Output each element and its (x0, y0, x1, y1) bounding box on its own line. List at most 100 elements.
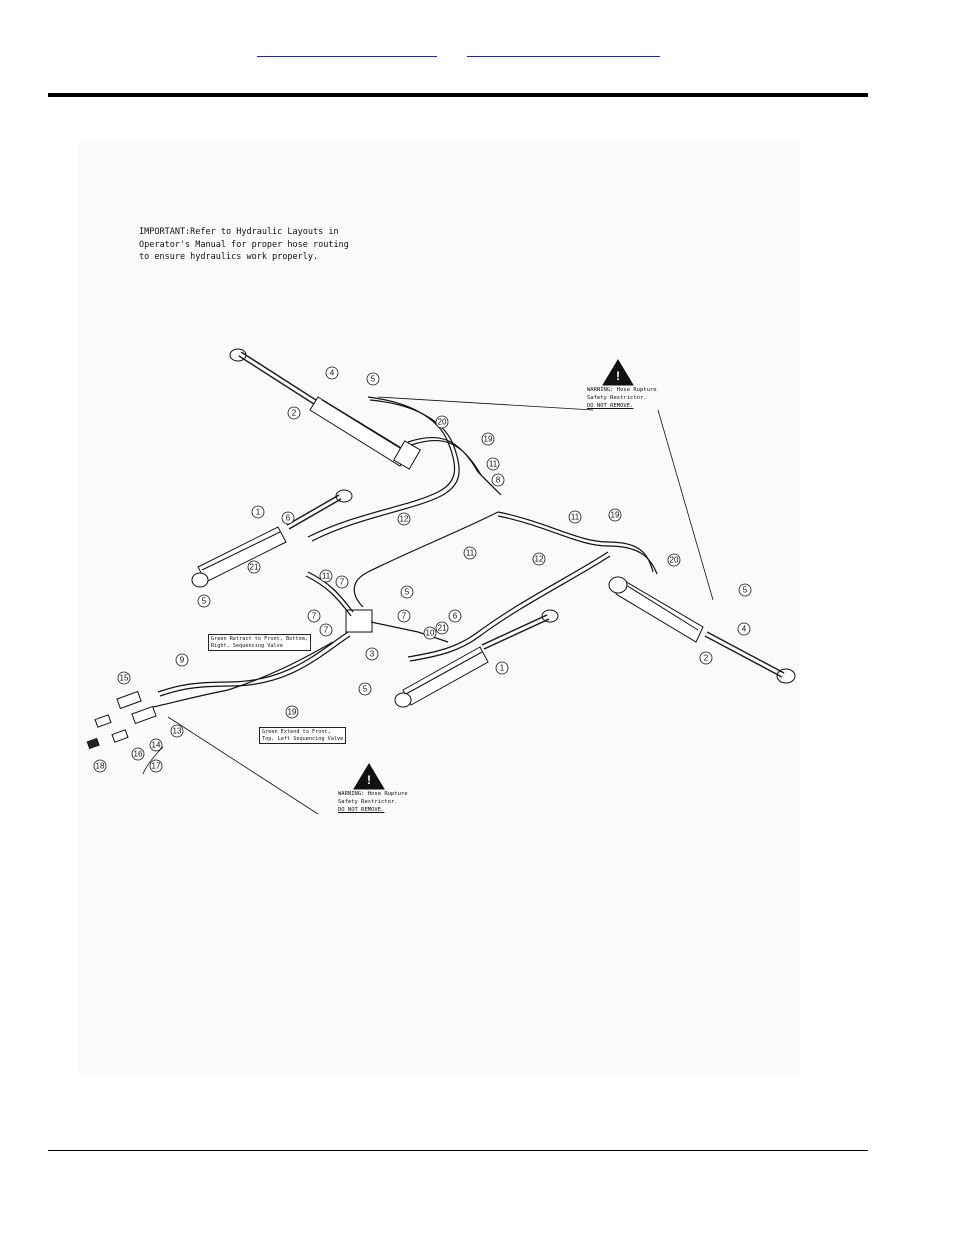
note-line-3: to ensure hydraulics work properly. (139, 252, 319, 262)
svg-text:14: 14 (152, 741, 161, 750)
balloon-11-c (463, 546, 477, 560)
part-balloons (93, 366, 752, 773)
warning-top-line-3: DO NOT REMOVE. (587, 403, 634, 409)
svg-text:7: 7 (312, 612, 317, 621)
svg-text:6: 6 (286, 514, 291, 523)
balloon-15 (117, 671, 131, 685)
svg-text:12: 12 (400, 515, 409, 524)
cylinder-top (229, 348, 421, 470)
balloon-11-d (319, 569, 333, 583)
callout-green-extend: Green Extend to Front, Top, Left Sequenc… (259, 727, 347, 744)
cylinder-right (608, 576, 796, 684)
svg-text:16: 16 (134, 750, 143, 759)
balloon-9 (175, 653, 189, 667)
quick-couplers (86, 690, 157, 750)
svg-text:11: 11 (322, 572, 331, 581)
balloon-2-top (287, 406, 301, 420)
svg-text:20: 20 (670, 556, 679, 565)
svg-text:4: 4 (330, 369, 335, 378)
svg-text:5: 5 (371, 375, 376, 384)
svg-text:5: 5 (743, 586, 748, 595)
balloon-5-left (197, 594, 211, 608)
balloon-12-b (532, 552, 546, 566)
cylinder-left (191, 489, 353, 588)
balloon-6-left (281, 511, 295, 525)
sequencing-valve-block (345, 609, 373, 633)
balloon-21-a (247, 560, 261, 574)
balloon-16 (131, 747, 145, 761)
balloon-4-right (737, 622, 751, 636)
warning-top-line-1: WARNING: Hose Rupture (587, 387, 657, 393)
diagram-drawing: ! ! (86, 348, 796, 815)
important-note: IMPORTANT:Refer to Hydraulic Layouts in O… (139, 226, 349, 264)
balloon-13 (170, 724, 184, 738)
svg-text:21: 21 (438, 624, 447, 633)
svg-text:3: 3 (370, 650, 375, 659)
svg-text:1: 1 (500, 664, 505, 673)
warning-bottom-line-1: WARNING: Hose Rupture (338, 791, 408, 797)
balloon-1-left (251, 505, 265, 519)
svg-text:!: ! (367, 773, 371, 787)
part-numbers: 1 1 2 2 3 4 4 5 5 5 5 5 6 6 7 7 7 7 8 9 … (96, 369, 748, 771)
nav-link-left[interactable] (257, 44, 437, 57)
svg-text:2: 2 (292, 409, 297, 418)
balloon-18 (93, 759, 107, 773)
svg-text:19: 19 (611, 511, 620, 520)
balloon-5-bottom (358, 682, 372, 696)
balloon-2-right (699, 651, 713, 665)
svg-text:12: 12 (535, 555, 544, 564)
balloon-7-a (335, 575, 349, 589)
note-line-1: IMPORTANT:Refer to Hydraulic Layouts in (139, 227, 339, 237)
balloon-21-b (435, 621, 449, 635)
balloon-20-a (435, 415, 449, 429)
balloon-5-right (738, 583, 752, 597)
svg-text:5: 5 (363, 685, 368, 694)
balloon-19-a (481, 432, 495, 446)
warning-top-line-2: Safety Restrictor. (587, 395, 647, 401)
note-line-2: Operator's Manual for proper hose routin… (139, 239, 349, 250)
svg-text:19: 19 (288, 708, 297, 717)
balloon-11-a (486, 457, 500, 471)
svg-text:21: 21 (250, 563, 259, 572)
svg-text:7: 7 (340, 578, 345, 587)
hoses (152, 396, 658, 708)
callout-green-retract: Green Retract to Front, Bottom, Right, S… (208, 634, 311, 651)
balloon-5-top (366, 372, 380, 386)
balloon-12-a (397, 512, 411, 526)
warning-top-icon (602, 359, 634, 386)
warning-bottom-icon (353, 763, 385, 790)
balloon-14 (149, 738, 163, 752)
cylinder-bottom (394, 609, 559, 708)
balloon-17 (149, 759, 163, 773)
header-rule (48, 93, 868, 97)
svg-text:5: 5 (405, 588, 410, 597)
svg-text:6: 6 (453, 612, 458, 621)
balloon-4-top (325, 366, 339, 380)
nav-link-right[interactable] (467, 44, 660, 57)
warning-bottom-line-3: DO NOT REMOVE. (338, 807, 385, 813)
svg-text:9: 9 (180, 656, 185, 665)
balloon-19-b (608, 508, 622, 522)
svg-text:11: 11 (571, 513, 580, 522)
svg-text:7: 7 (402, 612, 407, 621)
svg-text:15: 15 (120, 674, 129, 683)
balloon-20-b (667, 553, 681, 567)
svg-text:8: 8 (496, 476, 501, 485)
svg-text:17: 17 (152, 762, 161, 771)
warning-bottom-line-2: Safety Restrictor. (338, 799, 398, 805)
svg-text:!: ! (616, 369, 620, 383)
svg-text:4: 4 (742, 625, 747, 634)
footer-rule (48, 1150, 868, 1151)
svg-text:19: 19 (484, 435, 493, 444)
svg-text:18: 18 (96, 762, 105, 771)
svg-text:13: 13 (173, 727, 182, 736)
svg-text:20: 20 (438, 418, 447, 427)
svg-text:10: 10 (426, 629, 435, 638)
balloon-10 (423, 626, 437, 640)
svg-text:7: 7 (324, 626, 329, 635)
top-links (0, 44, 954, 58)
svg-text:1: 1 (256, 508, 261, 517)
balloon-5-center (400, 585, 414, 599)
balloon-7-d (319, 623, 333, 637)
